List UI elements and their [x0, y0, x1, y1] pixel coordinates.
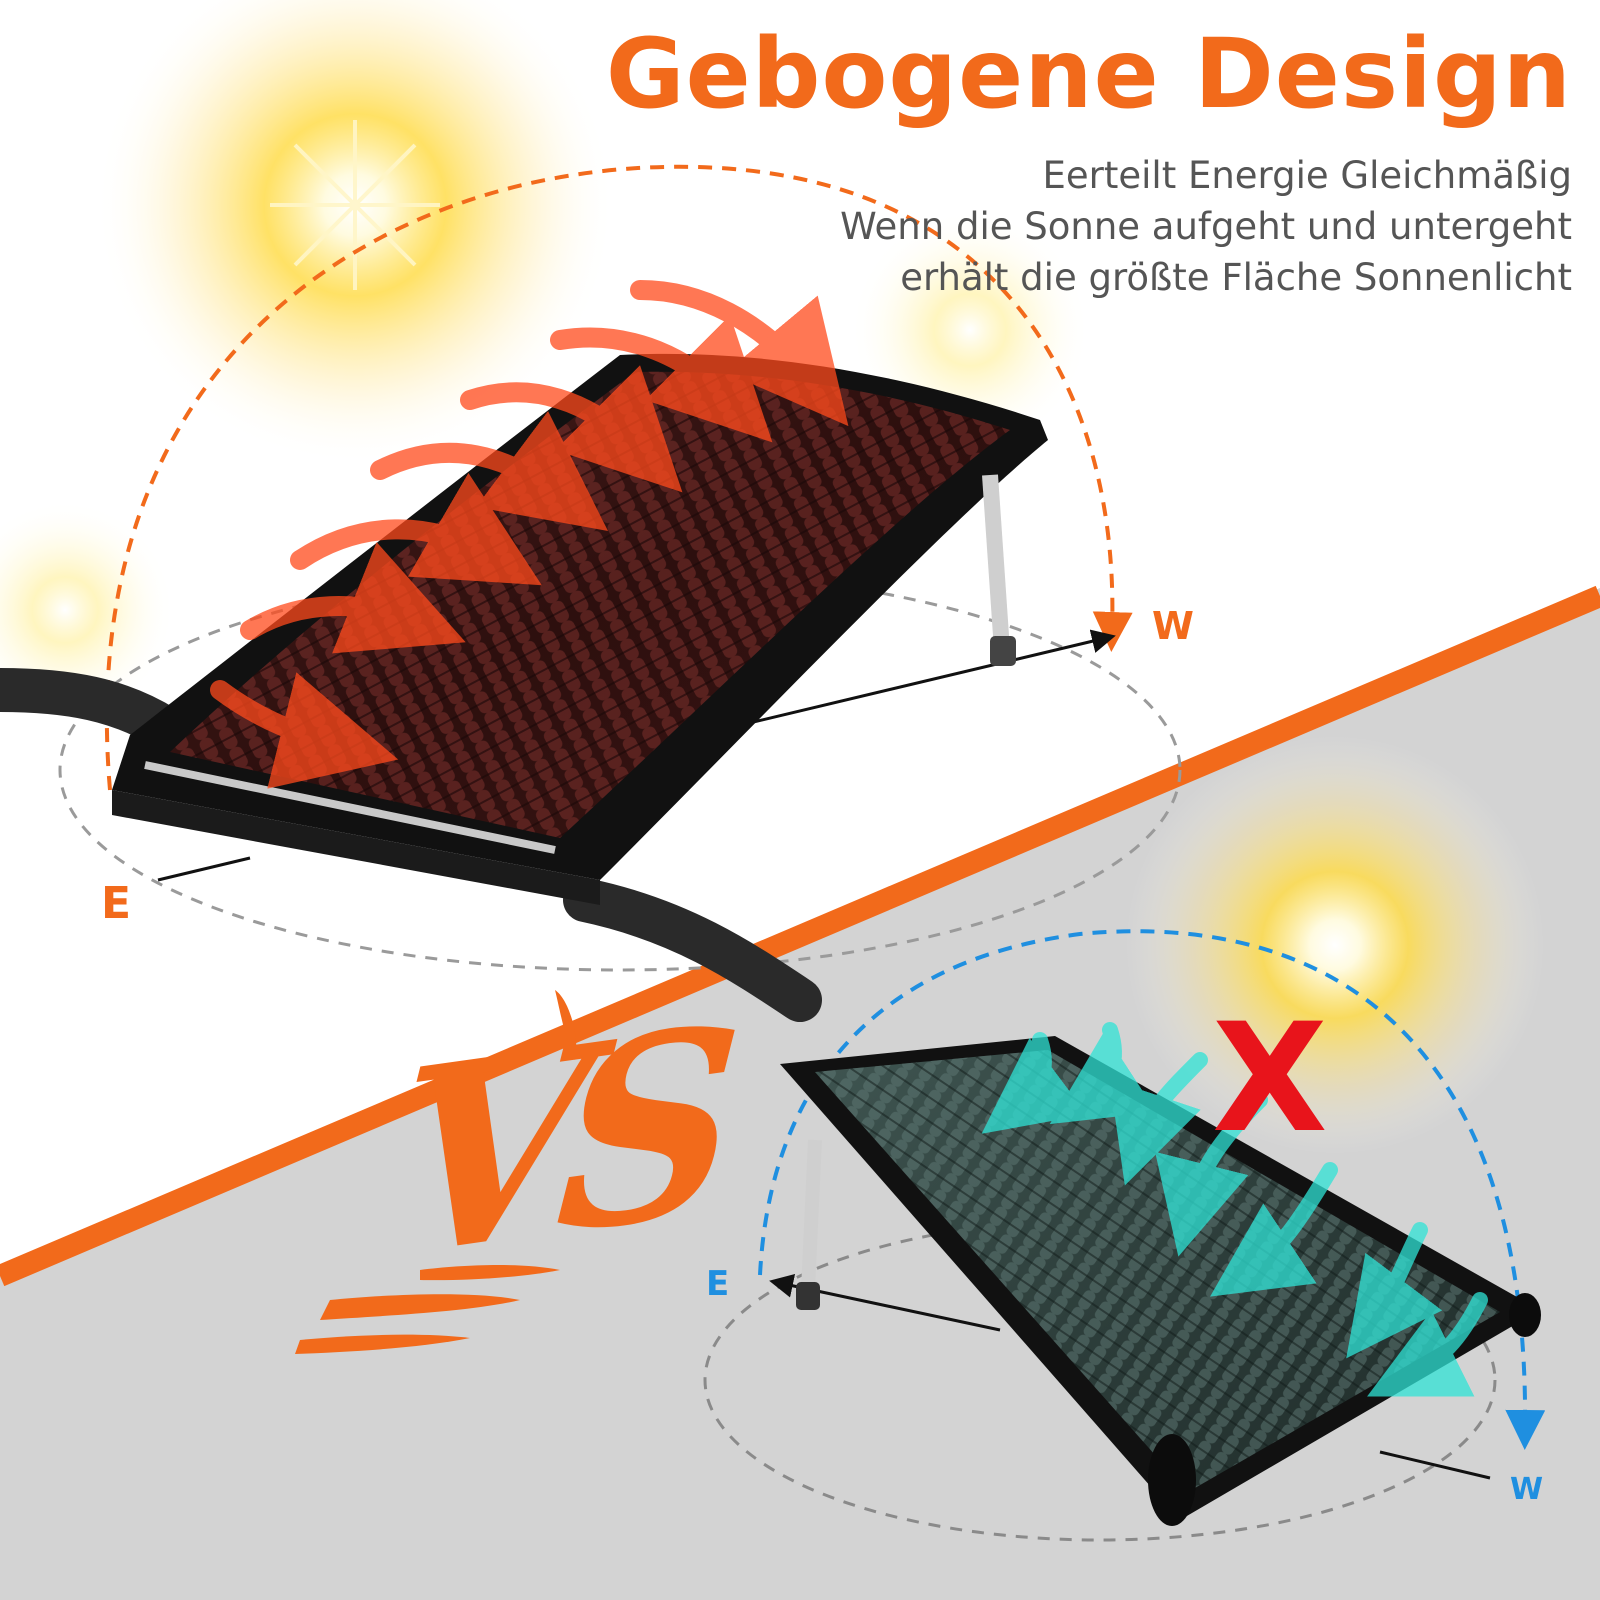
axis-line-bottom	[1379, 1450, 1491, 1480]
curved-panel-base	[112, 790, 600, 905]
vs-mark: VS	[387, 971, 720, 1315]
sun-path-arc-top	[104, 164, 1133, 791]
heat-arrows-red	[210, 280, 849, 789]
hose-left	[0, 668, 187, 750]
hose-right	[563, 878, 822, 1022]
headline: Gebogene Design	[605, 18, 1572, 130]
east-label-top: E	[101, 878, 132, 929]
subtitle-block: Eerteilt Energie Gleichmäßig Wenn die So…	[840, 150, 1572, 303]
sun-rays-icon	[270, 120, 440, 290]
flat-panel-end-cap	[1148, 1434, 1196, 1526]
east-label-bottom: E	[706, 1264, 730, 1304]
panel-leg-foot	[990, 636, 1016, 666]
cool-arrows-cyan	[981, 1022, 1488, 1397]
subtitle-line: Wenn die Sonne aufgeht und untergeht	[840, 205, 1572, 248]
flat-panel-tubes	[815, 1050, 1500, 1492]
axis-arrow-top	[719, 629, 1116, 732]
sun-bottom-icon	[1125, 735, 1545, 1155]
panel-leg-bottom	[801, 1139, 822, 1291]
sun-path-arc-bottom	[758, 929, 1546, 1450]
vs-brush-strokes	[295, 990, 577, 1354]
diagonal-divider	[0, 585, 1600, 1287]
x-mark-icon: X	[1212, 992, 1328, 1166]
west-label-bottom: W	[1510, 1472, 1544, 1507]
panel-leg-top	[982, 474, 1010, 651]
axis-line-top	[157, 856, 251, 882]
curved-panel-trim	[144, 761, 556, 854]
flat-panel-end-cap	[1509, 1293, 1541, 1337]
west-label-top: W	[1152, 604, 1194, 648]
panel-leg-foot	[796, 1282, 820, 1310]
sun-small-icon	[0, 500, 175, 720]
subtitle-line: erhält die größte Fläche Sonnenlicht	[900, 256, 1572, 299]
subtitle-line: Eerteilt Energie Gleichmäßig	[1042, 154, 1572, 197]
